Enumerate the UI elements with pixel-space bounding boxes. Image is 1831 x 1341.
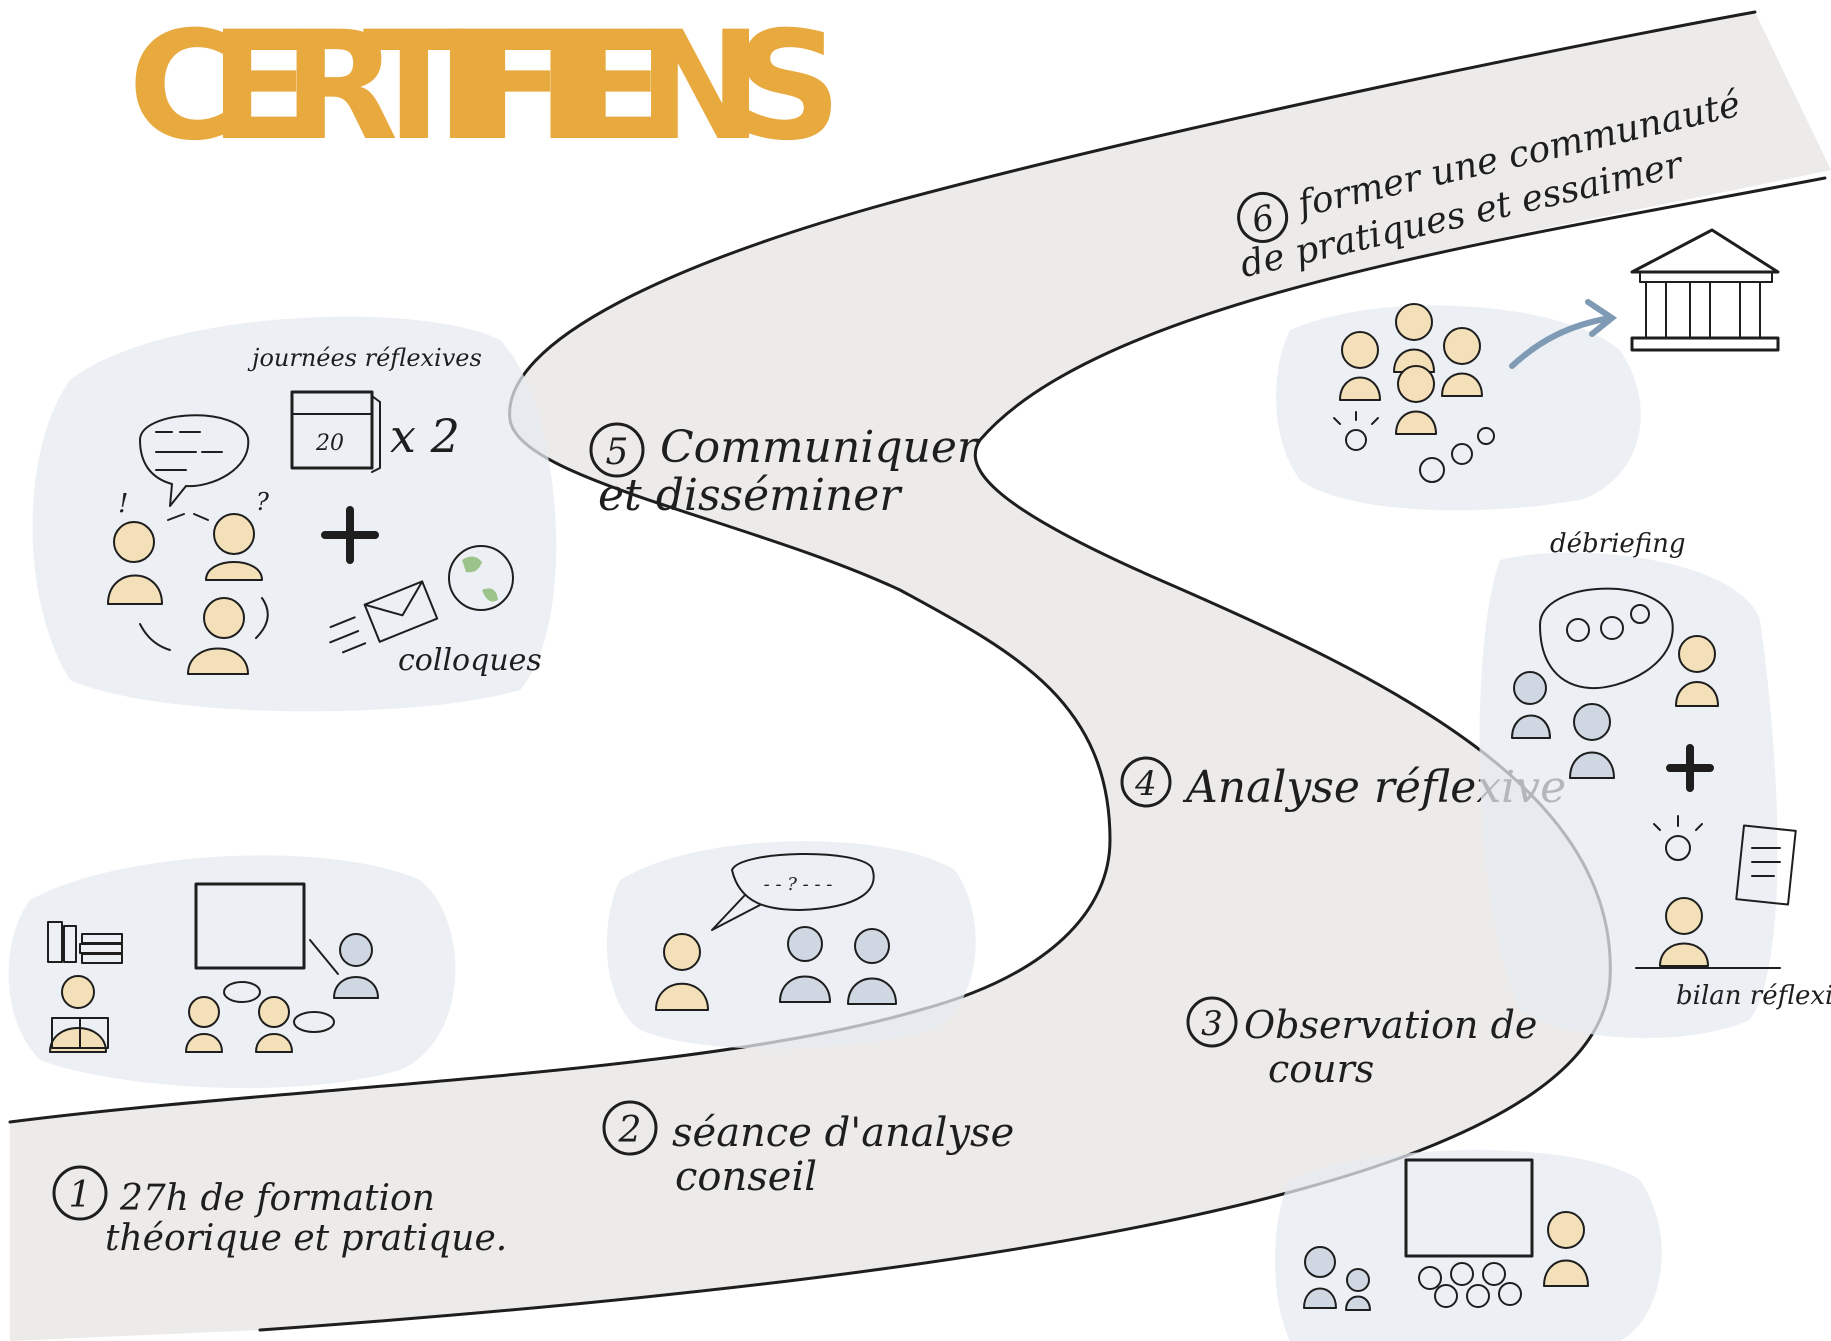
illustration-community xyxy=(1276,228,1780,511)
envelope-icon xyxy=(329,580,439,654)
bilan-label: bilan réflexif xyxy=(1676,981,1831,1011)
step-3-line2: cours xyxy=(1268,1047,1374,1091)
illustration-reflexive-analysis: débriefing bilan réflexif xyxy=(1479,529,1831,1039)
debriefing-label: débriefing xyxy=(1550,529,1686,559)
speech-bubble-icon xyxy=(711,852,875,931)
svg-text:1: 1 xyxy=(69,1175,92,1216)
arrow-icon xyxy=(1509,299,1618,369)
step-1-line1: 27h de formation xyxy=(119,1178,435,1219)
step-1: 1 27h de formation théorique et pratique… xyxy=(52,1165,507,1259)
speech-bubble-icon xyxy=(139,414,250,507)
svg-text:20: 20 xyxy=(315,431,344,456)
step-5-line2: et disséminer xyxy=(598,470,903,521)
lightbulb-icon xyxy=(1333,411,1379,451)
svg-text:2: 2 xyxy=(618,1110,642,1151)
gears-icon xyxy=(1566,604,1650,642)
notebook-icon xyxy=(1735,824,1797,906)
svg-text:5: 5 xyxy=(606,432,629,473)
reading-person-icon xyxy=(49,975,109,1053)
times-two-label: x 2 xyxy=(390,409,460,463)
building-icon xyxy=(1630,228,1780,352)
gears-icon xyxy=(1419,427,1495,483)
calendar-icon: 20 xyxy=(290,390,381,473)
illustration-analysis-session: - - ? - - - xyxy=(606,841,976,1049)
step-3-line1: Observation de xyxy=(1244,1003,1537,1047)
svg-text:?: ? xyxy=(256,488,269,516)
svg-text:!: ! xyxy=(118,489,128,519)
plus-icon xyxy=(321,506,379,564)
svg-text:- - ? - - -: - - ? - - - xyxy=(764,874,833,895)
colloques-label: colloques xyxy=(398,643,542,678)
step-3: 3 Observation de cours xyxy=(1186,996,1537,1091)
illustration-class-observation xyxy=(1275,1150,1662,1341)
svg-text:3: 3 xyxy=(1201,1004,1223,1044)
lightbulb-icon xyxy=(1653,815,1703,861)
speech-bubble-icon xyxy=(223,981,261,1003)
people-group-icon xyxy=(185,933,379,1053)
people-group-icon xyxy=(1418,1262,1522,1308)
step-1-line2: théorique et pratique. xyxy=(105,1218,507,1259)
step-2-line1: séance d'analyse xyxy=(672,1110,1014,1156)
whiteboard-icon xyxy=(1404,1158,1534,1258)
road xyxy=(10,12,1831,1341)
whiteboard-icon xyxy=(194,882,306,970)
plus-icon xyxy=(1666,744,1714,792)
step-5-line1: Communiquer xyxy=(660,422,981,473)
books-icon xyxy=(47,921,123,964)
illustration-training xyxy=(8,855,456,1089)
svg-text:4: 4 xyxy=(1134,764,1157,804)
step-2-line2: conseil xyxy=(675,1154,817,1200)
globe-icon xyxy=(448,545,514,611)
journees-label: journées réflexives xyxy=(247,344,482,372)
illustration-dissemination: journées réflexives ! ? 20 x 2 collo xyxy=(32,316,557,712)
speech-bubble-icon xyxy=(293,1011,335,1033)
page-title: CERTIFIENS xyxy=(128,0,848,174)
step-2: 2 séance d'analyse conseil xyxy=(602,1100,1014,1200)
step-5: 5 Communiquer et disséminer xyxy=(589,422,981,521)
speech-bubble-icon xyxy=(1539,587,1674,690)
